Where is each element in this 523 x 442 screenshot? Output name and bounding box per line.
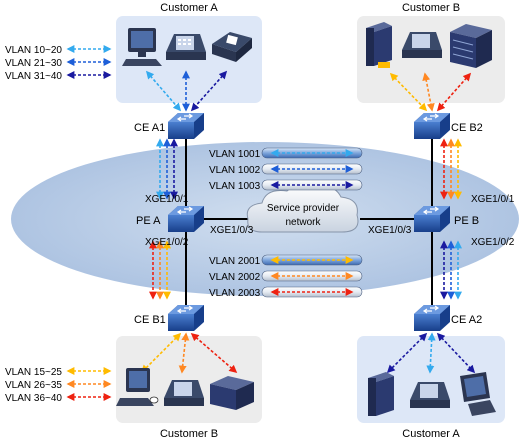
site-label-customer-b-top: Customer B <box>402 2 460 14</box>
device-label-ce-b1: CE B1 <box>134 314 166 326</box>
tunnel-label-1001: VLAN 1001 <box>209 149 261 160</box>
if-pe-b-down: XGE1/0/2 <box>471 237 515 248</box>
switch-icon <box>168 206 204 232</box>
if-pe-a-down: XGE1/0/2 <box>145 237 189 248</box>
switch-pe-a <box>168 206 204 232</box>
vlan-range-label: VLAN 36~40 <box>5 393 62 404</box>
device-label-pe-a: PE A <box>136 215 161 227</box>
tunnel-label-2002: VLAN 2002 <box>209 272 261 283</box>
printer-icon <box>212 32 252 62</box>
vlan-range-label: VLAN 10~20 <box>5 45 62 56</box>
cloud-label-line1: Service provider <box>267 203 340 214</box>
device-label-pe-b: PE B <box>454 215 479 227</box>
storage-array-icon <box>210 376 254 410</box>
site-ce-arrows <box>140 70 476 374</box>
ip-phone-icon <box>402 32 442 58</box>
computer-icon <box>460 372 496 416</box>
switch-ce-a1 <box>168 113 204 139</box>
tunnel-label-2003: VLAN 2003 <box>209 288 261 299</box>
site-label-customer-b-bottom: Customer B <box>160 428 218 440</box>
computer-icon <box>122 28 162 66</box>
switch-ce-b1 <box>168 305 204 331</box>
switch-icon <box>414 206 450 232</box>
vlan-range-label: VLAN 26~35 <box>5 380 62 391</box>
device-label-ce-a2: CE A2 <box>451 314 482 326</box>
cloud-label-line2: network <box>285 217 321 228</box>
vlan-range-label: VLAN 31~40 <box>5 71 62 82</box>
tunnel-label-2001: VLAN 2001 <box>209 256 261 267</box>
ip-phone-icon <box>166 34 206 60</box>
switch-ce-a2 <box>414 305 450 331</box>
computer-icon <box>116 368 159 406</box>
server-icon <box>366 22 392 68</box>
vlan-range-label: VLAN 15~25 <box>5 367 62 378</box>
if-pe-a-up: XGE1/0/1 <box>145 194 189 205</box>
tunnel-group-lower <box>261 254 363 298</box>
ip-phone-icon <box>164 380 204 406</box>
device-label-ce-b2: CE B2 <box>451 122 483 134</box>
switch-ce-b2 <box>414 113 450 139</box>
if-pe-b-core: XGE1/0/3 <box>368 225 412 236</box>
tunnel-label-1002: VLAN 1002 <box>209 165 261 176</box>
tunnel-group-upper <box>261 147 363 191</box>
switch-icon <box>414 113 450 139</box>
ce-pe-arrows <box>149 138 462 300</box>
tunnel-label-1003: VLAN 1003 <box>209 181 261 192</box>
server-icon <box>368 372 394 416</box>
switch-pe-b <box>414 206 450 232</box>
device-label-ce-a1: CE A1 <box>134 122 165 134</box>
ip-phone-icon <box>410 382 450 408</box>
if-pe-b-up: XGE1/0/1 <box>471 194 515 205</box>
storage-array-icon <box>450 24 492 68</box>
legend-arrows-top <box>66 45 112 79</box>
legend-arrows-bottom <box>66 367 112 401</box>
switch-icon <box>168 113 204 139</box>
switch-icon <box>168 305 204 331</box>
site-label-customer-a-top: Customer A <box>160 2 218 14</box>
vlan-range-label: VLAN 21~30 <box>5 58 62 69</box>
site-label-customer-a-bottom: Customer A <box>402 428 460 440</box>
switch-icon <box>414 305 450 331</box>
if-pe-a-core: XGE1/0/3 <box>210 225 254 236</box>
